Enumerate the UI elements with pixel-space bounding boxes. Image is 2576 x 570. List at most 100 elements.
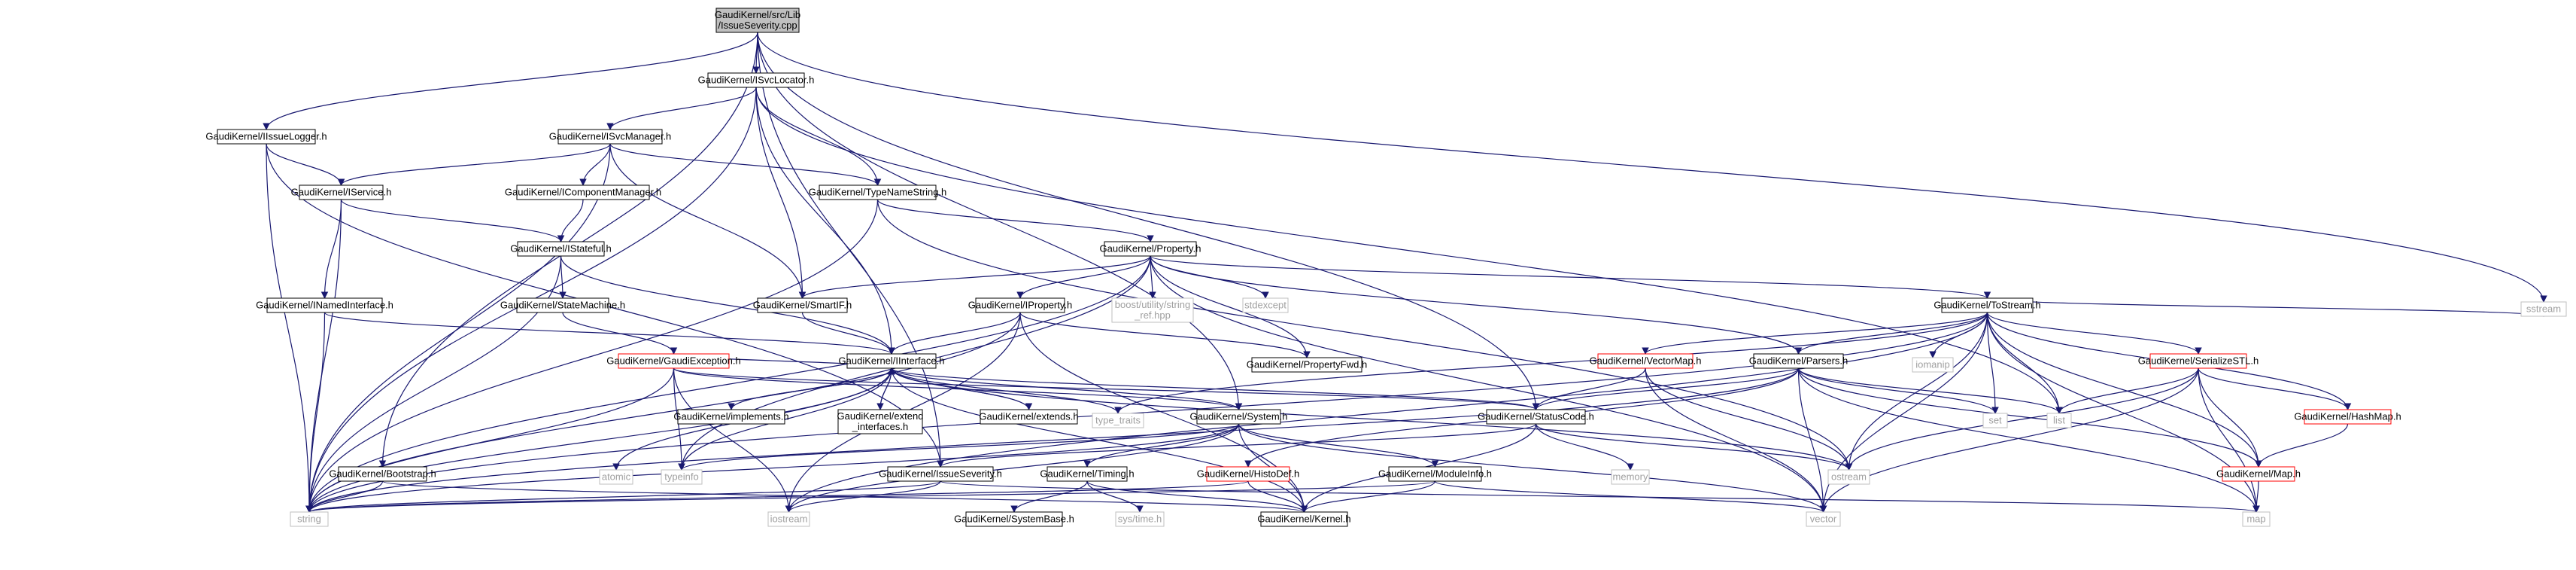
node-implements[interactable]: GaudiKernel/implements.h — [673, 409, 789, 425]
edge-vectormap-to-vector — [1645, 367, 1827, 513]
node-box — [1597, 353, 1694, 369]
node-root[interactable]: GaudiKernel/src/Lib/IssueSeverity.cpp — [715, 8, 800, 33]
node-box — [980, 409, 1078, 425]
node-label: GaudiKernel/IComponentManager.h — [505, 187, 661, 198]
edge-isvclocator-to-smartif — [755, 87, 807, 299]
node-box — [599, 469, 633, 485]
node-moduleinfo[interactable]: GaudiKernel/ModuleInfo.h — [1378, 466, 1492, 482]
node-property[interactable]: GaudiKernel/Property.h — [1100, 241, 1201, 257]
node-label: GaudiKernel/ToStream.h — [1934, 300, 2040, 311]
node-label: GaudiKernel/ISvcLocator.h — [698, 75, 815, 86]
node-iostream: iostream — [767, 511, 810, 527]
node-map: map — [2242, 511, 2271, 527]
node-vectormap[interactable]: GaudiKernel/VectorMap.h — [1590, 353, 1702, 369]
node-smartif[interactable]: GaudiKernel/SmartIF.h — [753, 297, 852, 313]
edge-isvclocator-to-typenamestring — [755, 87, 882, 186]
node-propertyfwd[interactable]: GaudiKernel/PropertyFwd.h — [1247, 357, 1367, 373]
edge-iinterface-to-statuscode — [891, 367, 1539, 410]
node-box — [516, 184, 650, 200]
node-serializestl[interactable]: GaudiKernel/SerializeSTL.h — [2138, 353, 2259, 369]
node-box — [2149, 353, 2247, 369]
node-box — [1486, 409, 1586, 425]
edge-isvcmanager-to-smartif — [609, 143, 807, 299]
node-bootstrap[interactable]: GaudiKernel/Bootstrap.h — [329, 466, 436, 482]
node-box — [1092, 413, 1144, 428]
node-label: GaudiKernel/SmartIF.h — [753, 300, 852, 311]
node-systembase[interactable]: GaudiKernel/SystemBase.h — [954, 511, 1074, 527]
edge-tostream-to-iostream — [785, 312, 1988, 513]
node-box — [557, 129, 663, 145]
node-label: GaudiKernel/IIssueLogger.h — [205, 131, 327, 142]
node-statuscode[interactable]: GaudiKernel/StatusCode.h — [1478, 409, 1594, 425]
node-label: vector — [1810, 514, 1837, 525]
node-label: map — [2246, 514, 2265, 525]
edge-serializestl-to-vector — [1819, 367, 2199, 513]
edge-parsers-to-statuscode — [1532, 367, 1800, 410]
edge-iinterface-to-string — [305, 367, 892, 513]
node-tostream[interactable]: GaudiKernel/ToStream.h — [1934, 297, 2041, 313]
edge-isvclocator-to-iinterface — [755, 87, 895, 355]
node-label: sys/time.h — [1118, 514, 1162, 525]
edge-implements-to-iinterface — [731, 367, 895, 410]
edge-isvcmanager-to-icomponentmanager — [579, 143, 611, 186]
node-box — [1388, 466, 1482, 482]
node-parsers[interactable]: GaudiKernel/Parsers.h — [1749, 353, 1848, 369]
edge-iinterface-to-ostream — [891, 367, 1853, 471]
node-icomponentmanager[interactable]: GaudiKernel/IComponentManager.h — [505, 184, 661, 200]
node-label: ostream — [1831, 471, 1867, 483]
node-map_h[interactable]: GaudiKernel/Map.h — [2216, 466, 2301, 482]
node-label: GaudiKernel/ISvcManager.h — [549, 131, 672, 142]
node-iproperty[interactable]: GaudiKernel/IProperty.h — [968, 297, 1073, 313]
node-box — [2304, 409, 2392, 425]
edge-vectormap-to-ostream — [1645, 367, 1853, 471]
node-label: GaudiKernel/Timing.h — [1040, 468, 1134, 480]
node-iomanip: iomanip — [1912, 357, 1954, 373]
edge-tostream-to-vectormap — [1642, 312, 1988, 355]
node-vector: vector — [1806, 511, 1841, 527]
edge-isvclocator-to-isvcmanager — [606, 87, 757, 130]
node-typetraits: type_traits — [1092, 413, 1144, 428]
node-extendinterfaces[interactable]: GaudiKernel/extend_interfaces.h — [837, 409, 924, 434]
node-label: GaudiKernel/INamedInterface.h — [256, 300, 393, 311]
node-box — [767, 511, 810, 527]
edge-system-to-moduleinfo — [1238, 423, 1439, 468]
edge-tostream-to-map — [1986, 312, 2260, 513]
edge-moduleinfo-to-kernel — [1300, 480, 1436, 513]
edge-parsers-to-string — [305, 367, 1800, 513]
edge-issueseverity-to-map — [940, 480, 2259, 513]
node-iissuelogger[interactable]: GaudiKernel/IIssueLogger.h — [205, 129, 327, 145]
edge-typenamestring-to-ostream — [876, 199, 1853, 471]
node-label: memory — [1613, 471, 1648, 483]
node-box — [1941, 297, 2034, 313]
node-extends[interactable]: GaudiKernel/extends.h — [979, 409, 1079, 425]
node-label: GaudiKernel/Map.h — [2216, 468, 2301, 480]
edge-serializestl-to-ostream — [1845, 367, 2199, 471]
node-statemachine[interactable]: GaudiKernel/StateMachine.h — [500, 297, 625, 313]
node-iservice[interactable]: GaudiKernel/IService.h — [291, 184, 392, 200]
node-gaudiexception[interactable]: GaudiKernel/GaudiException.h — [606, 353, 741, 369]
edge-iissuelogger-to-iservice — [266, 143, 345, 186]
node-histodef[interactable]: GaudiKernel/HistoDef.h — [1197, 466, 1300, 482]
node-isvclocator[interactable]: GaudiKernel/ISvcLocator.h — [698, 72, 815, 88]
node-label: string — [297, 514, 321, 525]
node-label: sstream — [2526, 303, 2561, 315]
node-inamedinterface[interactable]: GaudiKernel/INamedInterface.h — [256, 297, 393, 313]
node-label: GaudiKernel/implements.h — [673, 411, 788, 422]
node-istateful[interactable]: GaudiKernel/IStateful.h — [510, 241, 612, 257]
node-hashmap[interactable]: GaudiKernel/HashMap.h — [2294, 409, 2401, 425]
node-box — [2242, 511, 2271, 527]
node-issueseverity[interactable]: GaudiKernel/IssueSeverity.h — [879, 466, 1002, 482]
node-label: GaudiKernel/IInterface.h — [839, 355, 945, 367]
node-iinterface[interactable]: GaudiKernel/IInterface.h — [839, 353, 945, 369]
node-label: list — [2053, 415, 2065, 426]
node-typenamestring[interactable]: GaudiKernel/TypeNameString.h — [809, 184, 947, 200]
edge-map_h-to-map — [2252, 480, 2260, 513]
node-box — [887, 466, 994, 482]
node-label: GaudiKernel/src/Lib — [715, 9, 800, 20]
node-timing[interactable]: GaudiKernel/Timing.h — [1040, 466, 1135, 482]
edge-system-to-string — [305, 423, 1240, 513]
node-kernel[interactable]: GaudiKernel/Kernel.h — [1257, 511, 1351, 527]
edge-isvcmanager-to-iservice — [337, 143, 611, 186]
node-isvcmanager[interactable]: GaudiKernel/ISvcManager.h — [549, 129, 672, 145]
node-system[interactable]: GaudiKernel/System.h — [1189, 409, 1288, 425]
